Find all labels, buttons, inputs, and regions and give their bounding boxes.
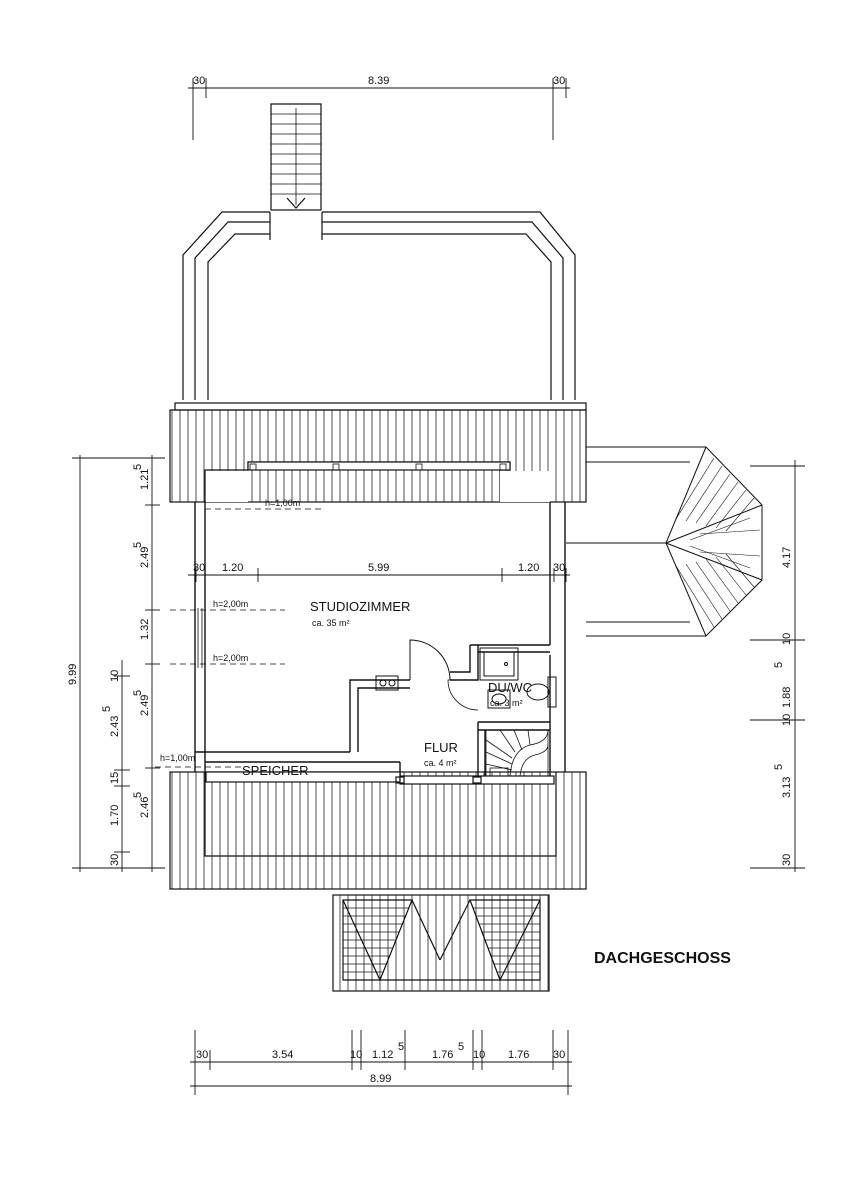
room-bath-name: DU/WC — [488, 680, 532, 695]
dim-right: 4.17 — [781, 547, 793, 568]
dim-right: 3.13 — [781, 777, 793, 798]
dim-right-sup: 5 — [773, 764, 785, 770]
dim-bottom: 1.76 — [432, 1049, 453, 1061]
dim-left-mid: 2.43 — [109, 716, 121, 737]
height-note: h=1,00m — [265, 498, 300, 508]
dim-bottom-sup: 5 — [398, 1041, 404, 1053]
dim-left-inner-sup: 5 — [132, 464, 144, 470]
room-studio-area: ca. 35 m² — [312, 618, 350, 628]
dim-left-inner: 2.49 — [139, 695, 151, 716]
dim-left-inner: 2.49 — [139, 547, 151, 568]
dim-left-mid-sup: 5 — [101, 706, 113, 712]
dim-bottom: 1.76 — [508, 1049, 529, 1061]
dim-inner: 1.20 — [222, 562, 243, 574]
dim-right: 10 — [781, 714, 793, 726]
dim-inner: 30 — [553, 562, 565, 574]
dim-right: 10 — [781, 633, 793, 645]
dim-top: 30 — [553, 75, 565, 87]
doors — [197, 608, 479, 711]
dim-inner: 1.20 — [518, 562, 539, 574]
dim-left-inner-sup: 5 — [132, 792, 144, 798]
dimension-lines — [72, 78, 805, 1095]
room-hall-area: ca. 4 m² — [424, 758, 457, 768]
dim-left-mid: 15 — [109, 772, 121, 784]
dim-bottom: 30 — [553, 1049, 565, 1061]
roof-top — [169, 402, 587, 503]
plan-title: DACHGESCHOSS — [594, 950, 731, 967]
dim-right-sup: 5 — [773, 662, 785, 668]
dim-bottom: 30 — [196, 1049, 208, 1061]
balcony-outline — [182, 211, 576, 400]
height-lines — [155, 508, 325, 768]
dim-inner: 5.99 — [368, 562, 389, 574]
dim-right: 1.88 — [781, 687, 793, 708]
height-note: h=2,00m — [213, 653, 248, 663]
interior-stair — [485, 729, 549, 777]
dim-bottom-sup: 5 — [458, 1041, 464, 1053]
roof-dormer-right — [566, 446, 763, 637]
exterior-stair — [270, 103, 322, 211]
room-attic-name: SPEICHER — [242, 763, 308, 778]
dim-bottom: 10 — [473, 1049, 485, 1061]
roof-bottom — [169, 771, 587, 890]
dim-left-inner: 1.32 — [139, 619, 151, 640]
dim-right: 30 — [781, 854, 793, 866]
walls — [194, 502, 566, 782]
dim-left-inner-sup: 5 — [132, 690, 144, 696]
room-bath-area: ca. 3 m² — [490, 698, 523, 708]
dim-left-inner: 1.21 — [139, 469, 151, 490]
bathroom-fixtures — [375, 647, 557, 709]
dim-inner: 30 — [193, 562, 205, 574]
room-hall-name: FLUR — [424, 740, 458, 755]
dim-bottom-total: 8.99 — [370, 1073, 391, 1085]
dim-left-inner: 2.46 — [139, 797, 151, 818]
roof-dormer-bottom — [332, 894, 550, 992]
dim-bottom: 1.12 — [372, 1049, 393, 1061]
dim-top: 8.39 — [368, 75, 389, 87]
dim-left-mid: 30 — [109, 854, 121, 866]
dim-bottom: 3.54 — [272, 1049, 293, 1061]
dim-left-total: 9.99 — [67, 664, 79, 685]
height-note: h=2,00m — [213, 599, 248, 609]
dim-left-mid: 10 — [109, 670, 121, 682]
height-note: h=1,00m — [160, 753, 195, 763]
dim-bottom: 10 — [350, 1049, 362, 1061]
dim-top: 30 — [193, 75, 205, 87]
dim-left-inner-sup: 5 — [132, 542, 144, 548]
room-studio-name: STUDIOZIMMER — [310, 599, 410, 614]
dim-left-mid: 1.70 — [109, 805, 121, 826]
